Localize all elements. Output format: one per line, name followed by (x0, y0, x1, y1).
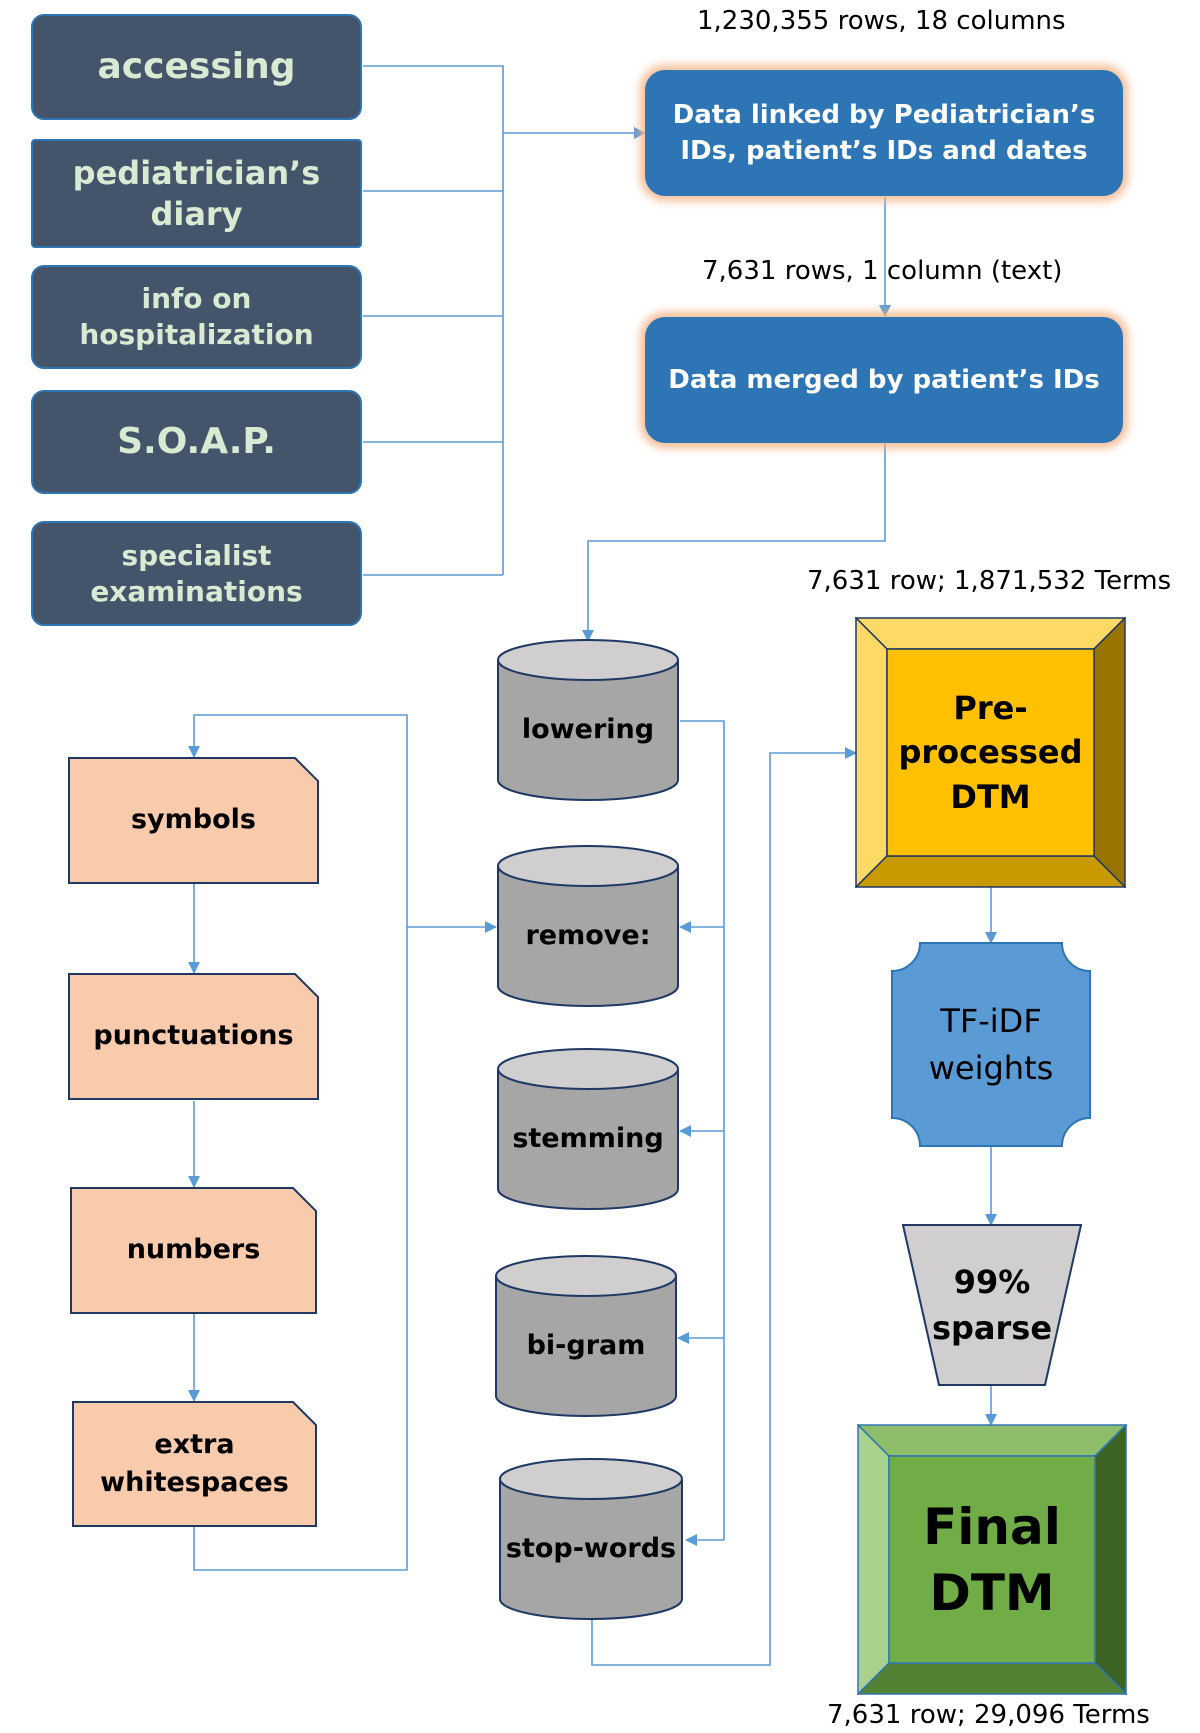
source-soap-label: S.O.A.P. (117, 420, 276, 462)
cylinder-icon (497, 1048, 679, 1210)
remove-whitespaces: extra whitespaces (72, 1401, 317, 1527)
final-dtm-label: Final DTM (923, 1497, 1061, 1622)
data-linked-box: Data linked by Pediatrician’s IDs, patie… (645, 70, 1123, 196)
pre-dtm-label: Pre- processed DTM (898, 689, 1083, 816)
connector-stopwords-to-dtm (591, 747, 857, 1666)
source-specialist-label: specialist examinations (90, 538, 303, 608)
document-shape-icon (68, 757, 319, 884)
step-remove-label: remove: (525, 919, 651, 951)
connector-lowering-bus (680, 720, 725, 1540)
pre-dtm-bevel (855, 617, 1126, 888)
sparse-label: 99% sparse (931, 1262, 1053, 1347)
source-diary-label: pediatrician’s diary (72, 153, 321, 233)
tfidf-label: TF-iDF weights (928, 1002, 1054, 1087)
connector-loop-return (193, 921, 497, 1571)
step-stop-words: stop-words (498, 1457, 684, 1621)
data-merged-box: Data merged by patient’s IDs (645, 317, 1123, 443)
cylinder-icon (497, 845, 679, 1007)
remove-numbers-label: numbers (126, 1234, 261, 1266)
step-bigram: bi-gram (494, 1254, 678, 1418)
remove-symbols: symbols (68, 757, 319, 884)
final-dtm-bevel (857, 1424, 1127, 1695)
linked-count-note: 1,230,355 rows, 18 columns (697, 6, 1066, 36)
source-soap: S.O.A.P. (31, 390, 362, 494)
sparse-trapezoid (902, 1224, 1082, 1386)
step-stemming: stemming (496, 1047, 680, 1211)
cylinder-icon (495, 1255, 677, 1417)
tfidf-plaque (891, 942, 1091, 1147)
document-shape-icon (68, 973, 319, 1100)
remove-punctuations-label: punctuations (93, 1020, 294, 1052)
step-lowering-label: lowering (521, 713, 655, 745)
remove-whitespaces-label: extra whitespaces (100, 1428, 289, 1498)
source-specialist: specialist examinations (31, 521, 362, 626)
final-dtm-note: 7,631 row; 29,096 Terms (827, 1700, 1150, 1730)
cylinder-icon (497, 639, 679, 801)
connector-merged-to-lowering (582, 443, 886, 642)
remove-punctuations: punctuations (68, 973, 319, 1100)
source-pediatrician-diary: pediatrician’s diary (31, 139, 362, 248)
data-linked-label: Data linked by Pediatrician’s IDs, patie… (672, 99, 1096, 166)
connector-accessing (363, 65, 504, 575)
step-stop-words-label: stop-words (505, 1532, 677, 1564)
document-shape-icon (72, 1401, 317, 1527)
step-bigram-label: bi-gram (526, 1329, 646, 1361)
source-accessing-label: accessing (97, 45, 296, 87)
pre-dtm-note: 7,631 row; 1,871,532 Terms (807, 566, 1172, 596)
source-accessing: accessing (31, 14, 362, 120)
pre-dtm-box: Pre- processed DTM (887, 649, 1094, 856)
tfidf-box: TF-iDF weights (891, 942, 1091, 1147)
final-dtm-box: Final DTM (889, 1456, 1095, 1663)
step-remove: remove: (496, 844, 680, 1008)
data-merged-label: Data merged by patient’s IDs (668, 364, 1100, 395)
remove-numbers: numbers (70, 1187, 317, 1314)
merged-count-note: 7,631 rows, 1 column (text) (702, 256, 1063, 286)
step-lowering: lowering (496, 638, 680, 802)
source-hospitalization: info on hospitalization (31, 265, 362, 369)
connector-loop-top (188, 714, 408, 927)
source-hospitalization-label: info on hospitalization (79, 282, 314, 351)
remove-symbols-label: symbols (130, 804, 256, 836)
step-stemming-label: stemming (512, 1122, 664, 1154)
cylinder-icon (499, 1458, 683, 1620)
sparse-box: 99% sparse (902, 1224, 1082, 1386)
document-shape-icon (70, 1187, 317, 1314)
